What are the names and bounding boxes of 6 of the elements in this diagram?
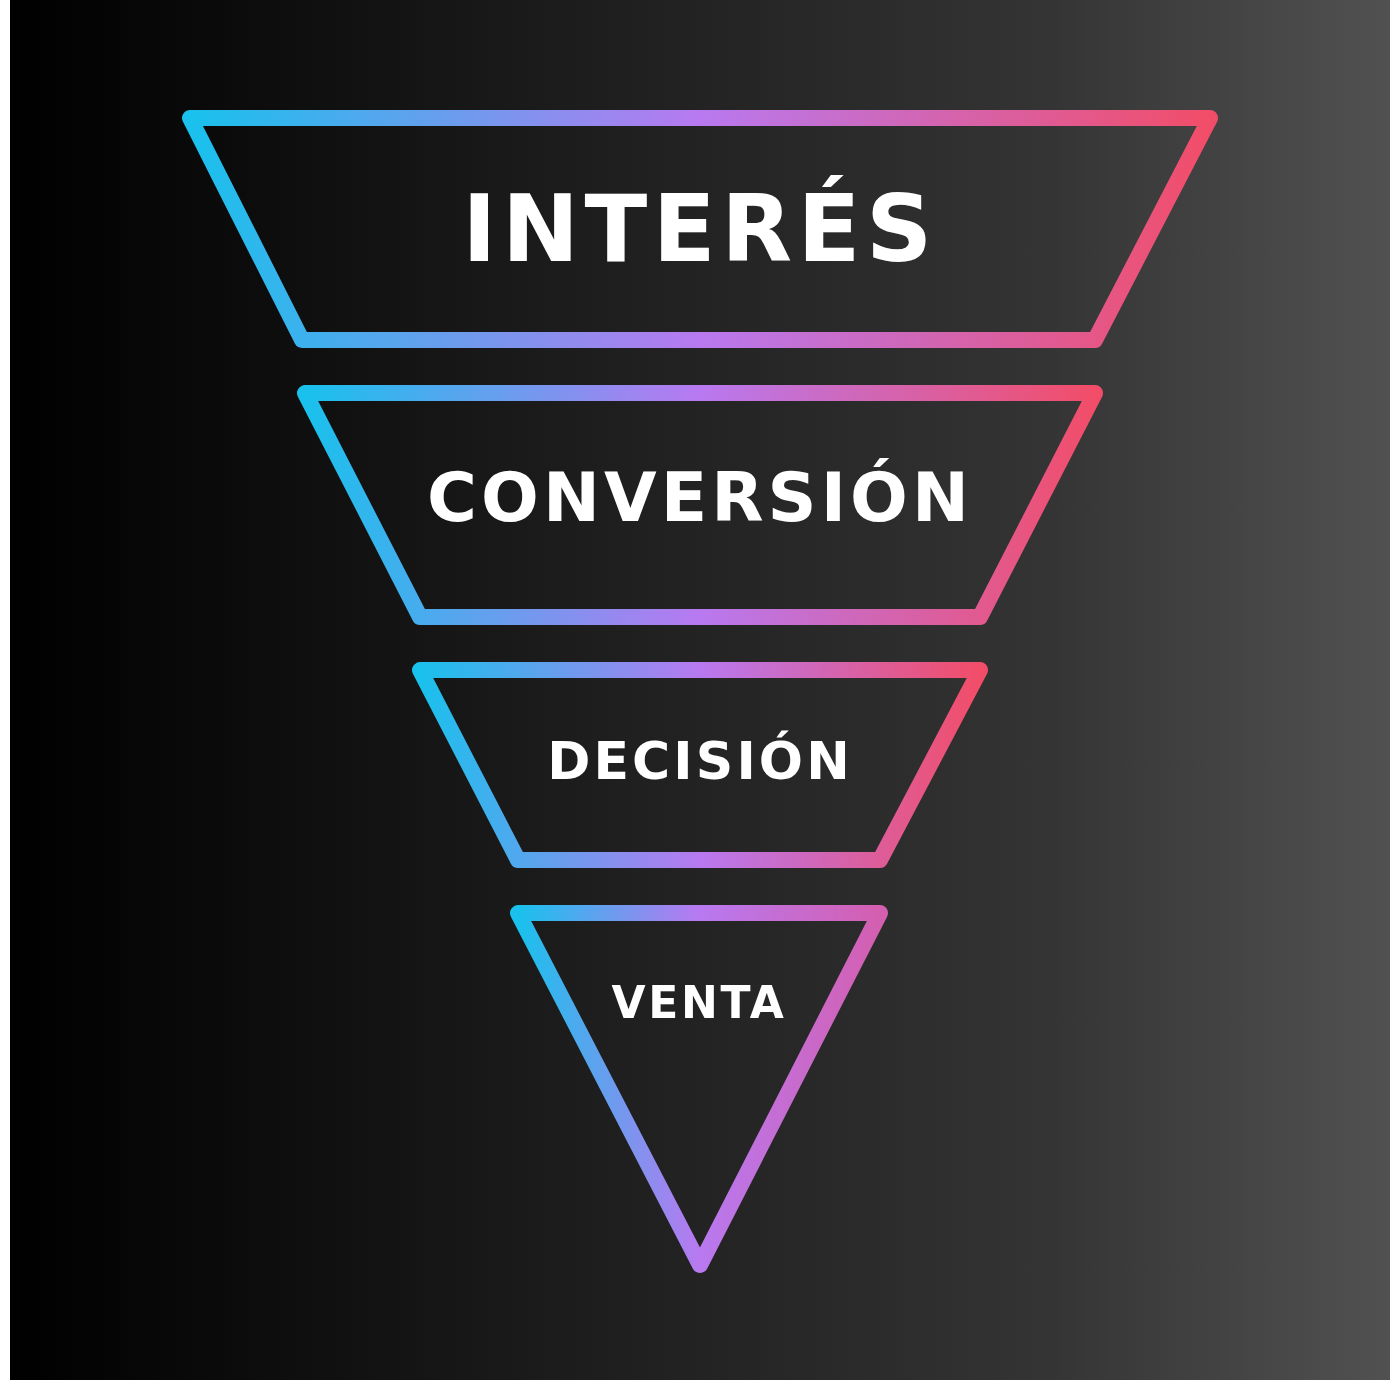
stage-label: VENTA [611, 978, 787, 1028]
funnel-stage [296, 384, 1104, 626]
stage-label: CONVERSIÓN [427, 460, 973, 536]
funnel-tip-triangle [509, 904, 889, 1274]
funnel-stage [411, 661, 989, 869]
funnel-stage [181, 109, 1219, 349]
